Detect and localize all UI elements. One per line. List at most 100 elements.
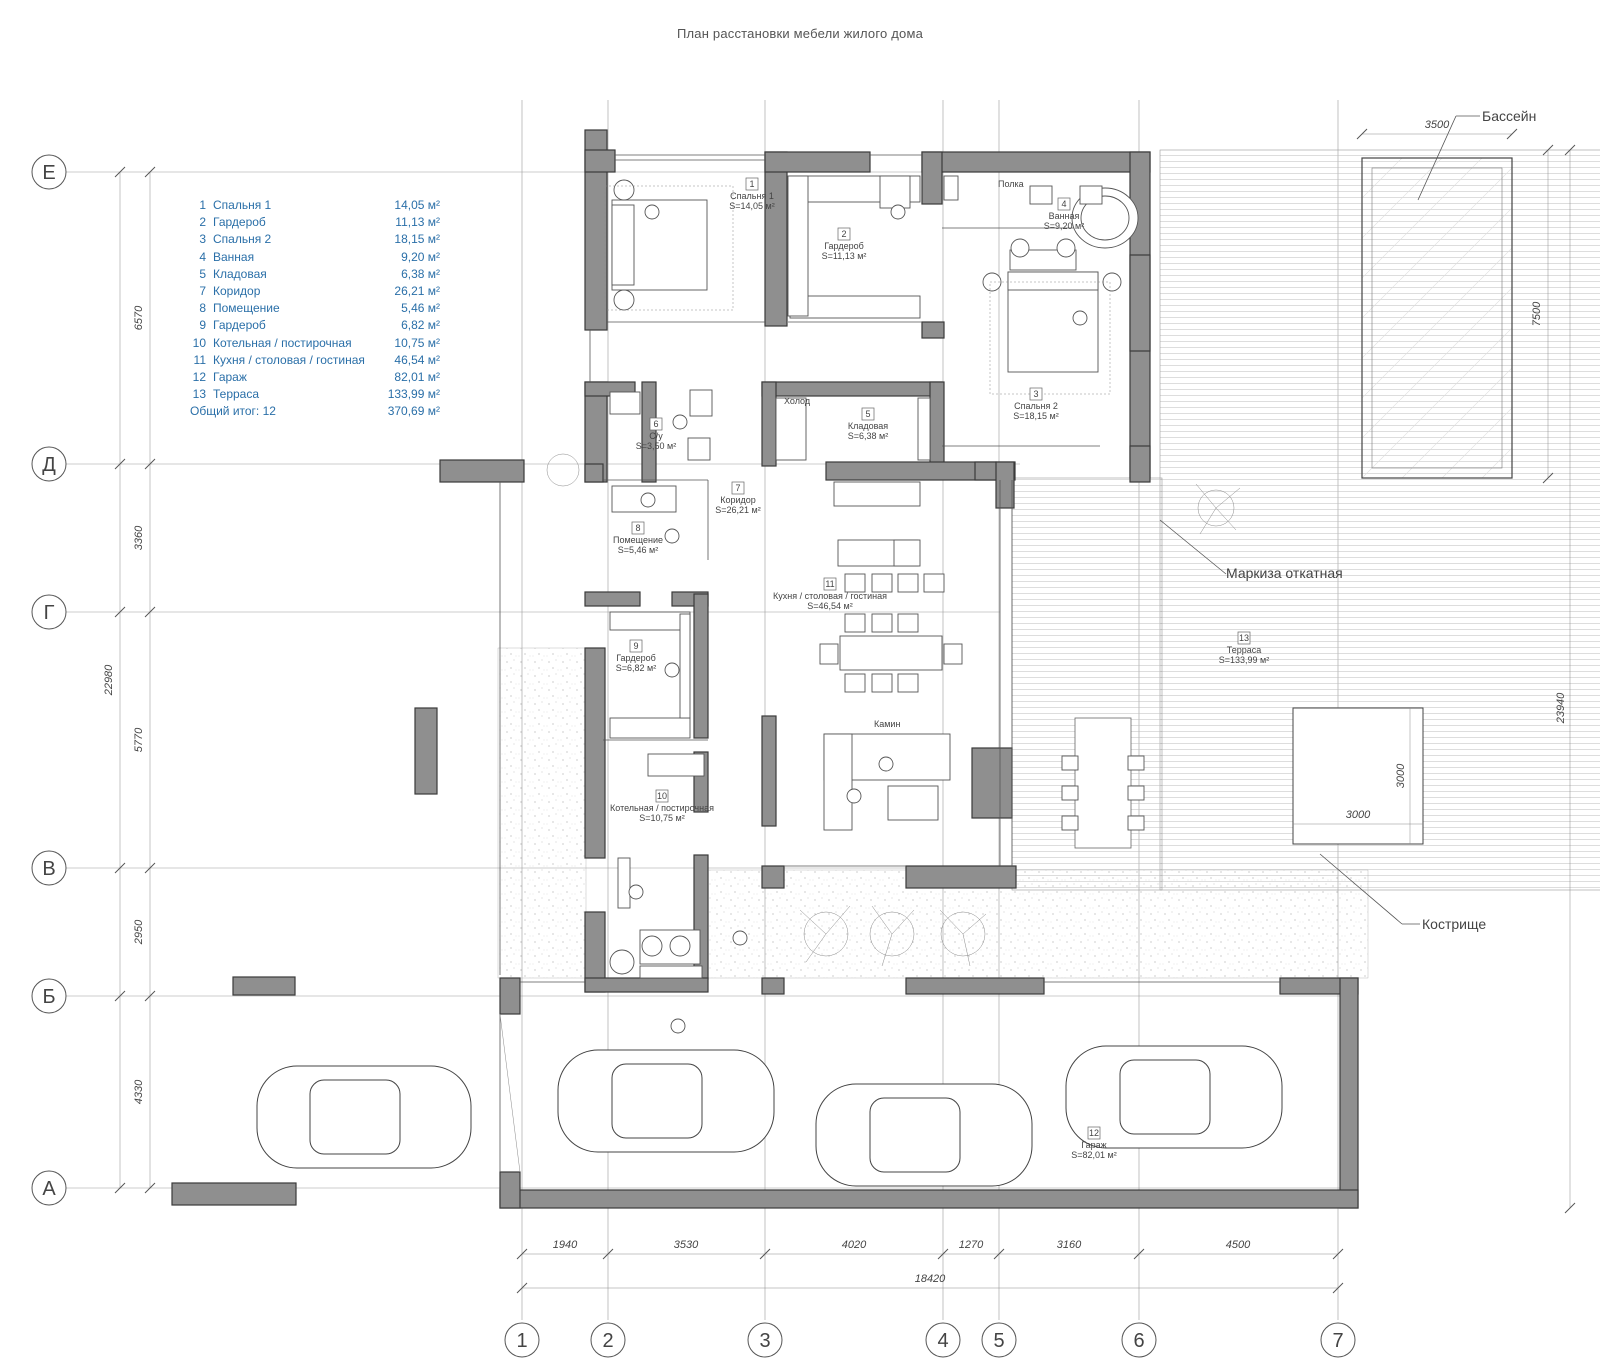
legend-total-area: 370,69 м² [387, 404, 440, 419]
legend-num: 5 [199, 266, 206, 281]
pool-inner [1371, 167, 1503, 469]
room-number: 10 [657, 791, 667, 801]
room-area: S=14,05 м² [729, 201, 774, 211]
room-name: Котельная / постирочная [610, 803, 714, 813]
room-number-box [731, 481, 745, 495]
room-number-box [745, 177, 759, 191]
room-number: 7 [735, 483, 740, 493]
legend-name: Гардероб [213, 318, 266, 333]
room-name: Терраса [1227, 645, 1262, 655]
label-fridge: Холод [784, 396, 811, 406]
plants [546, 453, 1241, 967]
room-number: 1 [749, 179, 754, 189]
walls [171, 129, 1359, 1209]
dimension-labels: 6570336057702950433022980239407500300019… [103, 119, 1567, 1285]
dimension-tick [1564, 1202, 1576, 1214]
room-area: S=18,15 м² [1013, 411, 1058, 421]
dimension-tick [144, 990, 156, 1002]
partitions [499, 154, 1280, 1173]
room-area: S=3,50 м² [636, 441, 676, 451]
legend-area: 46,54 м² [394, 352, 440, 367]
room-number-box [629, 639, 643, 653]
legend-num: 9 [199, 318, 206, 333]
room-number-box [1057, 197, 1071, 211]
room-area: S=133,99 м² [1219, 655, 1269, 665]
legend-num: 11 [193, 352, 206, 367]
legend-name: Кухня / столовая / гостиная [213, 352, 365, 367]
axis-col-label: 5 [993, 1330, 1004, 1352]
dimension-tick [1133, 1248, 1145, 1260]
room-name: Помещение [613, 535, 663, 545]
room-area: S=5,46 м² [618, 545, 658, 555]
axis-bubble-col [590, 1322, 626, 1358]
room-number: 5 [865, 409, 870, 419]
legend-num: 13 [192, 387, 206, 402]
room-number-box [649, 417, 663, 431]
room-number: 6 [653, 419, 658, 429]
dimension-ticks [114, 128, 1576, 1294]
dim-left: 4330 [133, 1079, 145, 1104]
room-number: 8 [635, 523, 640, 533]
dimension-tick [144, 1182, 156, 1194]
dimension-tick [114, 990, 126, 1002]
room-number-box [1029, 387, 1043, 401]
axis-col-label: 7 [1332, 1330, 1343, 1352]
dimension-tick [516, 1248, 528, 1260]
dimension-tick [1332, 1282, 1344, 1294]
room-number: 9 [633, 641, 638, 651]
legend-num: 10 [192, 335, 206, 350]
axis-bubble-col [1121, 1322, 1157, 1358]
dim-bottom: 1940 [553, 1239, 578, 1251]
axis-col-label: 4 [937, 1330, 948, 1352]
legend-name: Терраса [213, 387, 260, 402]
room-number: 11 [825, 579, 834, 589]
room-name: Гардероб [824, 241, 864, 251]
dim-left: 5770 [133, 727, 145, 752]
callout-awning: Маркиза откатная [1226, 565, 1343, 581]
room-number-box [823, 577, 837, 591]
outdoor-table [1074, 717, 1132, 849]
axis-bubble-row [31, 446, 67, 482]
room-number-box [837, 227, 851, 241]
dimension-tick [114, 606, 126, 618]
room-number-box [655, 789, 669, 803]
room-number: 12 [1089, 1128, 1099, 1138]
furniture [604, 175, 1145, 979]
dimension-tick [1564, 144, 1576, 156]
dim-pool-length: 7500 [1531, 301, 1543, 326]
dimension-tick [759, 1248, 771, 1260]
axis-bubble-col [1320, 1322, 1356, 1358]
legend-total-label: Общий итог: 12 [190, 404, 276, 419]
legend-area: 10,75 м² [394, 335, 440, 350]
dimension-tick [114, 458, 126, 470]
axis-row-label: А [42, 1178, 56, 1200]
axis-row-label: Г [44, 602, 55, 624]
axis-bubble-row [31, 978, 67, 1014]
dim-right-total: 23940 [1555, 692, 1567, 724]
axis-bubble-row [31, 850, 67, 886]
axis-col-label: 3 [759, 1330, 770, 1352]
dimension-tick [114, 166, 126, 178]
dimension-tick [144, 606, 156, 618]
axis-bubble-row [31, 594, 67, 630]
room-name: Кладовая [848, 421, 888, 431]
dim-left: 6570 [133, 305, 145, 330]
room-number-box [861, 407, 875, 421]
dim-left-total: 22980 [103, 664, 115, 696]
dimension-tick [602, 1248, 614, 1260]
legend-total: Общий итог: 12 370,69 м² [190, 403, 440, 420]
room-number-box [1237, 631, 1251, 645]
room-name: Спальня 1 [730, 191, 774, 201]
dim-bottom: 3160 [1057, 1239, 1082, 1251]
room-name: Ванная [1049, 211, 1080, 221]
cars [256, 1045, 1283, 1187]
room-name: Спальня 2 [1014, 401, 1058, 411]
